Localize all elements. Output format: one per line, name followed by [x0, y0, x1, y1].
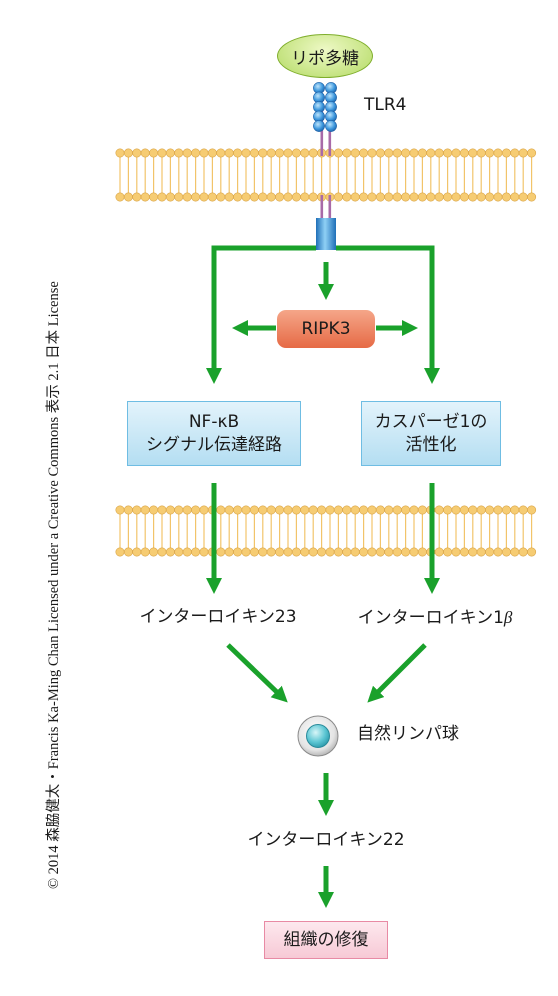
nfkb-pathway-node: NF-κB シグナル伝達経路 — [127, 401, 301, 466]
il1b-label-text: インターロイキン1 — [357, 608, 504, 628]
arrow-to-caspase — [336, 245, 441, 385]
lower-cell-membrane — [115, 505, 537, 557]
ripk3-label: RIPK3 — [301, 318, 351, 339]
arrow-to-nfkb — [205, 245, 316, 385]
il1b-label: インターロイキン1β — [345, 607, 525, 629]
il1b-label-beta: β — [503, 608, 513, 627]
signal-arrows — [205, 245, 441, 909]
il23-label: インターロイキン23 — [139, 607, 297, 627]
innate-lymphoid-cell-icon — [297, 715, 339, 757]
arrow-il1b-to-ilc — [367, 643, 427, 703]
tlr4-label: TLR4 — [364, 95, 407, 115]
tlr4-receptor-icon — [313, 82, 337, 250]
arrow-il23-to-ilc — [226, 643, 288, 703]
nfkb-label-line2: シグナル伝達経路 — [146, 434, 282, 455]
tissue-repair-node: 組織の修復 — [264, 921, 388, 959]
repair-label: 組織の修復 — [283, 929, 369, 950]
lipopolysaccharide-node: リポ多糖 — [277, 34, 373, 78]
copyright-credit: © 2014 森脇健太・Francis Ka-Ming Chan License… — [46, 281, 62, 889]
caspase-label-line2: 活性化 — [405, 434, 457, 455]
caspase-label-line1: カスパーゼ1の — [374, 411, 488, 432]
il22-label: インターロイキン22 — [247, 830, 405, 850]
lps-label: リポ多糖 — [291, 48, 359, 69]
nfkb-label-line1: NF-κB — [188, 411, 240, 432]
innate-lymphoid-cell-label: 自然リンパ球 — [357, 724, 459, 744]
ripk3-node: RIPK3 — [277, 310, 375, 348]
caspase1-activation-node: カスパーゼ1の 活性化 — [361, 401, 501, 466]
upper-cell-membrane — [115, 148, 537, 202]
